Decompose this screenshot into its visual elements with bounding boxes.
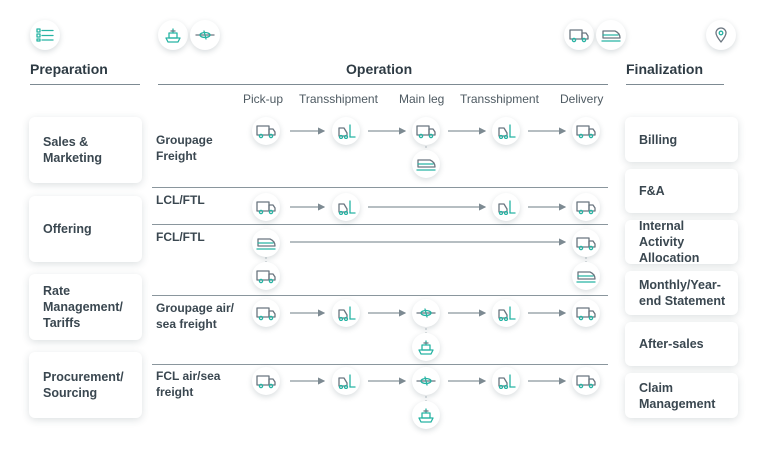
row-separator bbox=[152, 224, 608, 225]
flow-label-lcl: LCL/FTL bbox=[156, 193, 205, 207]
plane-icon bbox=[412, 299, 440, 327]
flow-label-groupage: Groupage Freight bbox=[156, 133, 213, 163]
forklift-icon bbox=[492, 367, 520, 395]
row-separator bbox=[152, 187, 608, 188]
ship-icon bbox=[158, 20, 188, 50]
stage-label-pickup: Pick-up bbox=[243, 92, 284, 106]
operation-title: Operation bbox=[346, 61, 413, 77]
flow-label-fcl-air-sea: FCL air/sea freight bbox=[156, 369, 221, 399]
row-separator bbox=[152, 295, 608, 296]
stage-label-delivery: Delivery bbox=[560, 92, 604, 106]
flow-label-fcl: FCL/FTL bbox=[156, 230, 205, 244]
truck-icon bbox=[252, 262, 280, 290]
final-card-internal-activity: Internal Activity Allocation bbox=[625, 219, 738, 265]
truck-icon bbox=[572, 117, 600, 145]
truck-icon bbox=[572, 367, 600, 395]
stage-label-transshipment-1: Transshipment bbox=[299, 92, 378, 106]
final-card-statement: Monthly/Year- end Statement bbox=[625, 271, 738, 315]
location-pin-icon bbox=[706, 20, 736, 50]
preparation-title: Preparation bbox=[30, 61, 108, 77]
stage-label-transshipment-2: Transshipment bbox=[460, 92, 539, 106]
truck-icon bbox=[564, 20, 594, 50]
row-separator bbox=[152, 364, 608, 365]
forklift-icon bbox=[492, 299, 520, 327]
prep-card-procurement: Procurement/ Sourcing bbox=[29, 352, 142, 418]
train-icon bbox=[252, 229, 280, 257]
final-card-claim: Claim Management bbox=[625, 373, 738, 418]
truck-icon bbox=[252, 117, 280, 145]
list-icon bbox=[30, 20, 60, 50]
train-icon bbox=[596, 20, 626, 50]
train-icon bbox=[572, 262, 600, 290]
ship-icon bbox=[412, 401, 440, 429]
truck-icon bbox=[412, 117, 440, 145]
ship-icon bbox=[412, 333, 440, 361]
prep-card-sales: Sales & Marketing bbox=[29, 117, 142, 183]
forklift-icon bbox=[492, 193, 520, 221]
truck-icon bbox=[572, 193, 600, 221]
truck-icon bbox=[572, 229, 600, 257]
preparation-rule bbox=[30, 84, 140, 85]
forklift-icon bbox=[332, 367, 360, 395]
plane-icon bbox=[190, 20, 220, 50]
flow-label-groupage-air-sea: Groupage air/ sea freight bbox=[156, 301, 235, 331]
truck-icon bbox=[252, 193, 280, 221]
train-icon bbox=[412, 150, 440, 178]
forklift-icon bbox=[332, 193, 360, 221]
forklift-icon bbox=[332, 299, 360, 327]
plane-icon bbox=[412, 367, 440, 395]
truck-icon bbox=[252, 367, 280, 395]
forklift-icon bbox=[332, 117, 360, 145]
truck-icon bbox=[252, 299, 280, 327]
truck-icon bbox=[572, 299, 600, 327]
final-card-after-sales: After-sales bbox=[625, 322, 738, 366]
finalization-rule bbox=[626, 84, 724, 85]
final-card-fa: F&A bbox=[625, 169, 738, 213]
finalization-title: Finalization bbox=[626, 61, 703, 77]
stage-label-main-leg: Main leg bbox=[399, 92, 445, 106]
operation-rule bbox=[158, 84, 608, 85]
forklift-icon bbox=[492, 117, 520, 145]
prep-card-rate-management: Rate Management/ Tariffs bbox=[29, 274, 142, 340]
final-card-billing: Billing bbox=[625, 117, 738, 162]
prep-card-offering: Offering bbox=[29, 196, 142, 262]
